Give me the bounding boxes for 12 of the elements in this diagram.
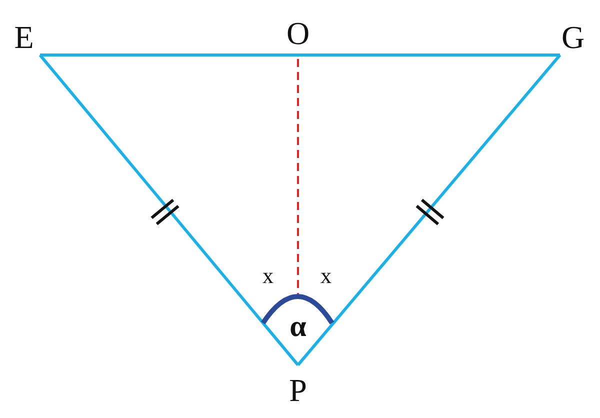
line-segment (40, 54, 298, 56)
variable-label: x (320, 265, 332, 287)
point-label: O (286, 17, 310, 49)
line-segment (296, 54, 562, 366)
point-label: P (289, 374, 307, 406)
dashed-line (297, 59, 299, 294)
variable-label: x (262, 265, 274, 287)
point-label: E (14, 21, 34, 53)
angle-label: α (290, 312, 306, 342)
point-label: G (561, 21, 585, 53)
line-segment (38, 54, 300, 366)
line-segment (298, 54, 560, 56)
